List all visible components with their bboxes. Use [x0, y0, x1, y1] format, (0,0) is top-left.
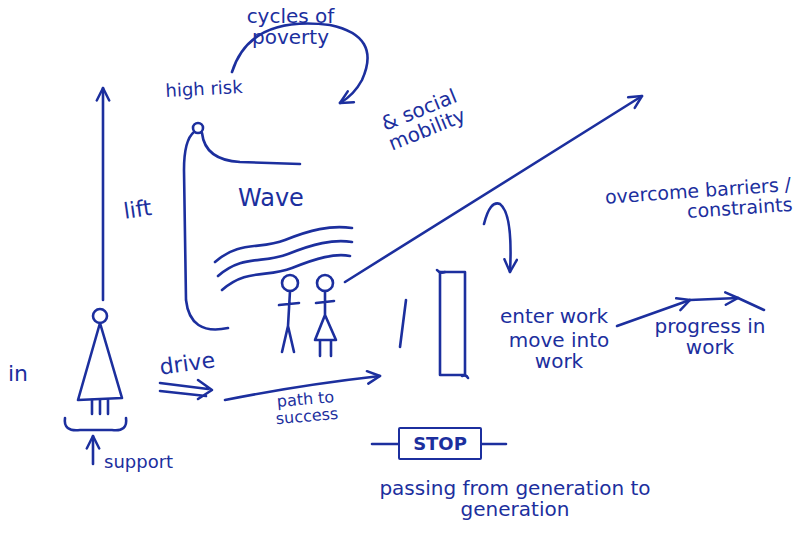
handwritten-label: support: [104, 453, 194, 472]
handwritten-label: cycles of poverty: [228, 6, 353, 48]
figure-dress: [78, 323, 122, 400]
handwritten-label: progress in work: [635, 316, 785, 358]
handwritten-label: drive: [158, 346, 231, 379]
person-body: [279, 291, 299, 352]
pedestal: [65, 418, 126, 430]
risk-loop: [202, 133, 300, 164]
door-curl: [437, 270, 468, 378]
stroke: [400, 300, 406, 347]
support-arrow: [92, 436, 95, 464]
wave-line: [222, 255, 350, 290]
handwritten-label: high risk: [165, 76, 276, 101]
progress-arrow: [738, 298, 764, 310]
handwritten-label: in: [8, 362, 48, 385]
handwritten-label: passing from generation to generation: [365, 478, 665, 520]
handwritten-label: & social mobility: [362, 79, 484, 161]
door: [440, 272, 465, 375]
handwritten-label: overcome barriers / constraints: [516, 175, 793, 234]
handwritten-label: lift: [122, 193, 175, 223]
progress-arrow: [690, 298, 738, 300]
handwritten-label: enter work: [500, 306, 635, 327]
node-text: STOP: [413, 433, 467, 454]
handwritten-label: Wave: [238, 186, 328, 211]
risk-point: [193, 123, 203, 133]
lift-arrow: [102, 88, 105, 300]
risk-line: [184, 132, 228, 329]
figure-legs: [92, 400, 108, 414]
barrier-arrow: [484, 203, 511, 272]
stop-box: STOP: [398, 427, 482, 460]
person-body: [315, 291, 336, 356]
figure-head: [93, 309, 107, 323]
handwritten-label: move into work: [500, 330, 618, 372]
person-head: [282, 275, 298, 291]
drive-arrow: [160, 380, 212, 399]
person-head: [317, 275, 333, 291]
handwritten-label: path to success: [255, 387, 358, 429]
